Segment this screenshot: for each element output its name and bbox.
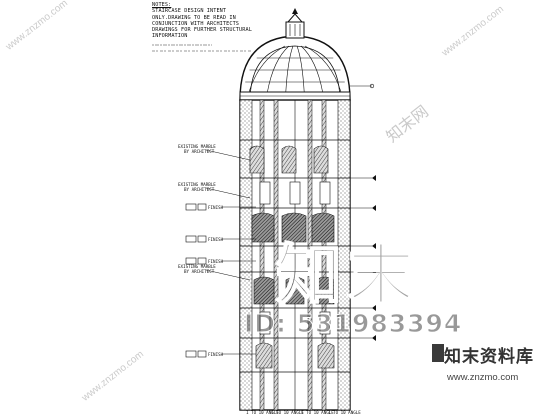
leader-line [205,269,251,281]
callout: FINISH [185,257,256,265]
dome-rib [285,45,294,93]
notes-line: DRAWINGS FOR FURTHER STRUCTURAL [152,27,252,34]
window-panel [285,276,305,305]
brand-url: www.znzmo.com [447,372,519,383]
tag-box [197,350,207,358]
window-panel [313,145,329,174]
window-panel [255,342,273,369]
level-arrow [372,175,376,181]
window-panel [311,212,335,243]
callout-label: FINISH [208,352,224,357]
callout-sublabel: BY ARCHITECT [184,149,215,154]
level-arrow [372,269,376,275]
level-arrow [372,243,376,249]
tag-box [197,235,207,243]
dome-lantern [285,8,305,39]
level-marker [350,175,376,181]
notes-line: INFORMATION [152,33,188,40]
level-arrow [372,305,376,311]
leader-line [205,187,251,199]
callout-label: FINISH [208,237,224,242]
tag-box [185,350,197,358]
column [273,99,279,411]
window-panel [315,276,335,305]
brand-watermark [428,338,560,410]
opening [289,181,301,205]
tag-box [185,235,197,243]
bottom-label: 1 TO 10 ANGLE [271,410,304,415]
dome [239,35,351,101]
opening [259,181,271,205]
callout-label: FINISH [208,205,224,210]
dome-rib [296,45,305,93]
window-panel [281,212,307,243]
callout-sublabel: BY ARCHITECT [184,269,215,274]
notes-block: NOTES: STAIRCASE DESIGN INTENT ONLY.DRAW… [152,2,282,57]
level-marker [350,305,376,311]
tower-body [239,99,351,411]
level-marker [350,243,376,249]
window-panel [317,342,335,369]
bottom-label: 1 TO 10 ANGLE [246,410,279,415]
column [259,99,265,411]
notes-line: CONJUNCTION WITH ARCHITECTS [152,20,240,27]
dome-rib [300,45,323,93]
column [321,99,327,411]
center-logo-watermark: 知末 [275,236,420,315]
notes-line: ONLY.DRAWING TO BE READ IN [152,14,236,21]
opening [319,181,331,205]
bottom-label: 1 TO 10 ANGLE [301,410,334,415]
dome-rib [267,45,290,93]
notes-heading: NOTES: [152,2,172,8]
notes-scribble [152,42,282,57]
callout-label: EXISTING MARBLE [178,264,216,269]
bottom-label: 1 TO 10 ANGLE [328,410,361,415]
level-arrow [372,335,376,341]
window-panel [281,145,297,174]
level-marker [350,335,376,341]
callout-label: FINISH [208,259,224,264]
tag-box [185,257,197,265]
callout: FINISH [185,235,256,243]
dome-rib [304,45,342,93]
brand-name: 知末资料库 [444,347,534,367]
callout: FINISH [185,350,256,358]
opening [259,311,271,335]
dome-pointer [350,83,375,89]
level-arrow [372,205,376,211]
callout: FINISH [185,203,256,211]
dome-rib [248,45,286,93]
window-panel [253,276,275,305]
window-panel [251,212,275,243]
window-panel [249,145,265,174]
tag-box [197,203,207,211]
callout-label: EXISTING MARBLE [178,144,216,149]
level-marker [350,205,376,211]
notes-line: STAIRCASE DESIGN INTENT [152,8,227,15]
opening [319,311,331,335]
tag-box [185,203,197,211]
id-watermark: ID: 531983394 [243,309,463,339]
column [307,99,313,411]
leader-line [205,149,251,161]
callout-label: EXISTING MARBLE [178,182,216,187]
tag-box [197,257,207,265]
level-marker [350,269,376,275]
right-level-markers [350,175,376,341]
callout-sublabel: BY ARCHITECT [184,187,215,192]
